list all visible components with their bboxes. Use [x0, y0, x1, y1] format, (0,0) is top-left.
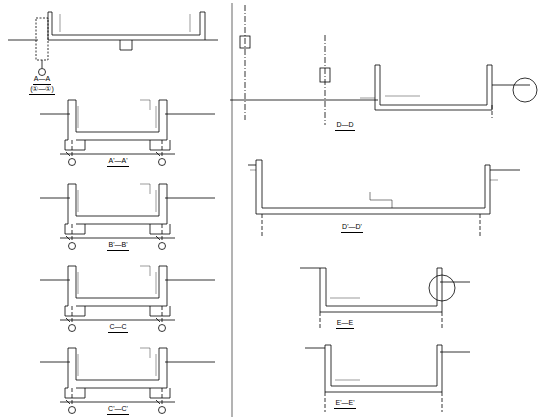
section-title: E'—E'	[334, 399, 355, 409]
section-title: A—A	[33, 75, 51, 85]
section-title: C—C	[108, 323, 127, 333]
section-title: A'—A'	[107, 157, 128, 167]
section-title: C'—C'	[107, 405, 129, 415]
section-title: (①—①)	[29, 85, 55, 95]
section-title: E—E	[336, 319, 354, 329]
section-title: D'—D'	[341, 223, 363, 233]
section-title: B'—B'	[107, 241, 128, 251]
section-title: D—D	[335, 121, 354, 131]
